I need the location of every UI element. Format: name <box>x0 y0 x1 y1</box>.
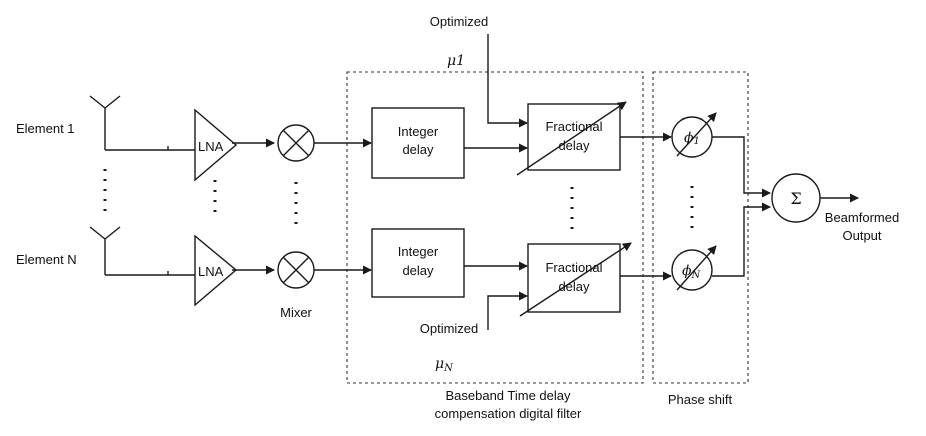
lna-top <box>194 108 238 182</box>
antenna-element-1-icon <box>89 95 121 150</box>
phase-shifter-n <box>671 249 713 291</box>
element-n-label: Element N <box>16 252 77 267</box>
digital-filter-region <box>346 71 644 384</box>
wire-phasen-sum <box>712 202 771 277</box>
phase-shift-region <box>652 71 749 384</box>
arrow-optimized-mun <box>487 291 528 330</box>
lna-top-label: LNA <box>198 139 224 154</box>
phi-1-base: ϕ <box>684 130 694 146</box>
integer-top-label-line2: delay <box>402 142 434 157</box>
optimized-bottom-label: Optimized <box>420 321 479 336</box>
sigma-label: Σ <box>790 189 801 208</box>
filter-caption-line2: compensation digital filter <box>435 406 582 421</box>
fractional-top-label-line2: delay <box>558 138 590 153</box>
integer-bottom-label-line2: delay <box>402 263 434 278</box>
phi-n-sub: N <box>691 270 702 281</box>
integer-delay-top <box>371 107 465 179</box>
antenna-element-n-icon <box>89 226 121 275</box>
mixer-bottom-icon <box>277 251 315 289</box>
output-label-line1: Beamformed <box>825 210 899 225</box>
integer-delay-bottom <box>371 228 465 298</box>
output-label-line2: Output <box>842 228 881 243</box>
mu-n-base: μ <box>435 356 444 372</box>
phi-1-label: ϕ1 <box>684 130 700 147</box>
lna-bottom-label: LNA <box>198 264 224 279</box>
element-1-label: Element 1 <box>16 121 75 136</box>
mixer-label: Mixer <box>280 305 312 320</box>
phase-1-arrow-icon <box>676 112 717 157</box>
mu-1-label: μ1 <box>447 53 465 69</box>
filter-caption-line1: Baseband Time delay <box>445 388 571 403</box>
fractional-bottom-label-line2: delay <box>558 279 590 294</box>
fractional-top-diagonal-arrow <box>516 101 627 176</box>
fractional-top-label-line1: Fractional <box>545 119 602 134</box>
mu-n-label: μN <box>435 356 454 374</box>
mixer-top-icon <box>277 124 315 162</box>
integer-bottom-label-line1: Integer <box>398 244 439 259</box>
phi-n-base: ϕ <box>682 263 692 279</box>
lna-bottom <box>194 234 238 307</box>
phase-shift-caption: Phase shift <box>668 392 733 407</box>
integer-top-label-line1: Integer <box>398 124 439 139</box>
wire-phase1-sum <box>712 136 771 198</box>
optimized-top-label: Optimized <box>430 14 489 29</box>
phi-1-sub: 1 <box>694 136 700 147</box>
phi-n-label: ϕN <box>682 263 702 281</box>
phase-n-arrow-icon <box>676 245 717 291</box>
mu-n-sub: N <box>443 363 454 374</box>
fractional-bottom-diagonal-arrow <box>519 242 632 317</box>
fractional-bottom-label-line1: Fractional <box>545 260 602 275</box>
arrow-optimized-mu1 <box>487 34 528 128</box>
